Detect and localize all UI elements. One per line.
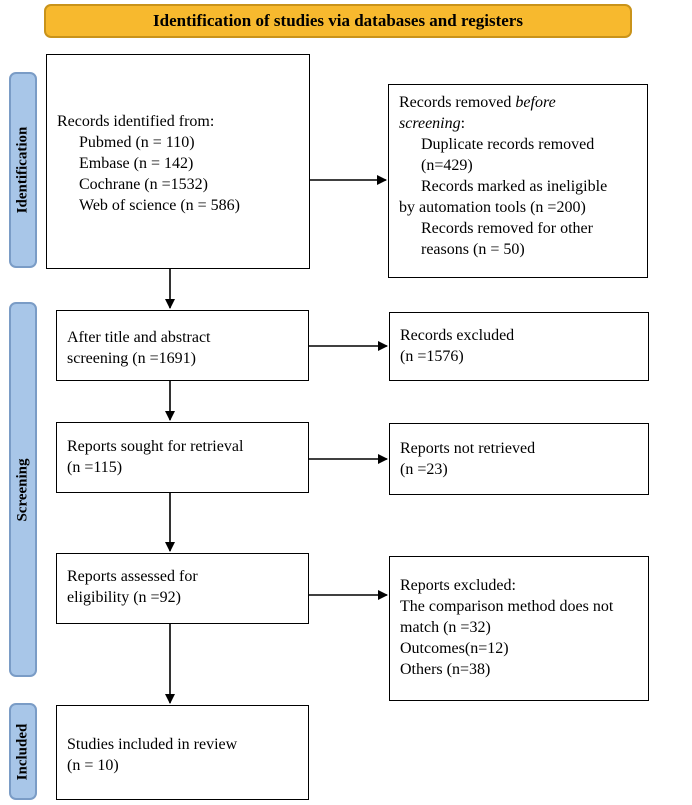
side-label-screening: Screening [9, 302, 37, 677]
reports-excluded-outcomes: Outcomes(n=12) [400, 640, 509, 657]
source-embase: Embase (n = 142) [79, 155, 194, 172]
box-reports-assessed: Reports assessed for eligibility (n =92) [56, 553, 309, 624]
reports-excluded-others: Others (n=38) [400, 661, 491, 678]
included-line1: Studies included in review [67, 736, 238, 753]
removed-other-count: reasons (n = 50) [421, 241, 525, 258]
removed-duplicate: Duplicate records removed [421, 136, 595, 153]
box-reports-sought: Reports sought for retrieval (n =115) [56, 422, 309, 493]
box-records-removed: Records removed before screening: Duplic… [388, 84, 648, 278]
records-removed-head: Records removed before [399, 92, 637, 113]
records-removed-colon: : [460, 115, 466, 132]
assessed-line2: eligibility (n =92) [67, 589, 181, 606]
box-reports-not-retrieved: Reports not retrieved (n =23) [389, 423, 649, 495]
records-identified-head: Records identified from: [57, 113, 215, 130]
box-records-identified: Records identified from: Pubmed (n = 110… [46, 54, 310, 269]
included-line2: (n = 10) [67, 757, 119, 774]
box-after-title-abstract: After title and abstract screening (n =1… [56, 310, 309, 381]
reports-excluded-comparison: The comparison method does not [400, 598, 614, 615]
records-removed-head-line2: screening: [399, 113, 637, 134]
box-reports-excluded: Reports excluded: The comparison method … [389, 556, 649, 701]
removed-other: Records removed for other [421, 220, 593, 237]
not-retrieved-line1: Reports not retrieved [400, 440, 536, 457]
reports-excluded-head: Reports excluded: [400, 577, 516, 594]
records-excluded-line1: Records excluded [400, 327, 515, 344]
records-removed-head-em: before [515, 94, 556, 111]
reports-excluded-comparison-count: match (n =32) [400, 619, 491, 636]
box-studies-included: Studies included in review (n = 10) [56, 705, 309, 800]
records-excluded-line2: (n =1576) [400, 348, 464, 365]
side-label-included: Included [9, 703, 37, 800]
source-web-of-science: Web of science (n = 586) [79, 197, 241, 214]
side-label-identification: Identification [9, 72, 37, 268]
source-cochrane: Cochrane (n =1532) [79, 176, 208, 193]
after-title-line2: screening (n =1691) [67, 350, 196, 367]
banner-title: Identification of studies via databases … [44, 4, 632, 38]
assessed-line1: Reports assessed for [67, 568, 198, 585]
removed-ineligible-count: by automation tools (n =200) [399, 199, 586, 216]
after-title-line1: After title and abstract [67, 329, 211, 346]
reports-sought-line1: Reports sought for retrieval [67, 438, 244, 455]
records-removed-head-post: screening [399, 115, 461, 132]
removed-ineligible: Records marked as ineligible [421, 178, 608, 195]
removed-duplicate-count: (n=429) [421, 157, 473, 174]
reports-sought-line2: (n =115) [67, 459, 123, 476]
not-retrieved-line2: (n =23) [400, 461, 448, 478]
box-records-excluded: Records excluded (n =1576) [389, 312, 649, 381]
source-pubmed: Pubmed (n = 110) [79, 134, 195, 151]
records-removed-head-pre: Records removed [399, 94, 516, 111]
